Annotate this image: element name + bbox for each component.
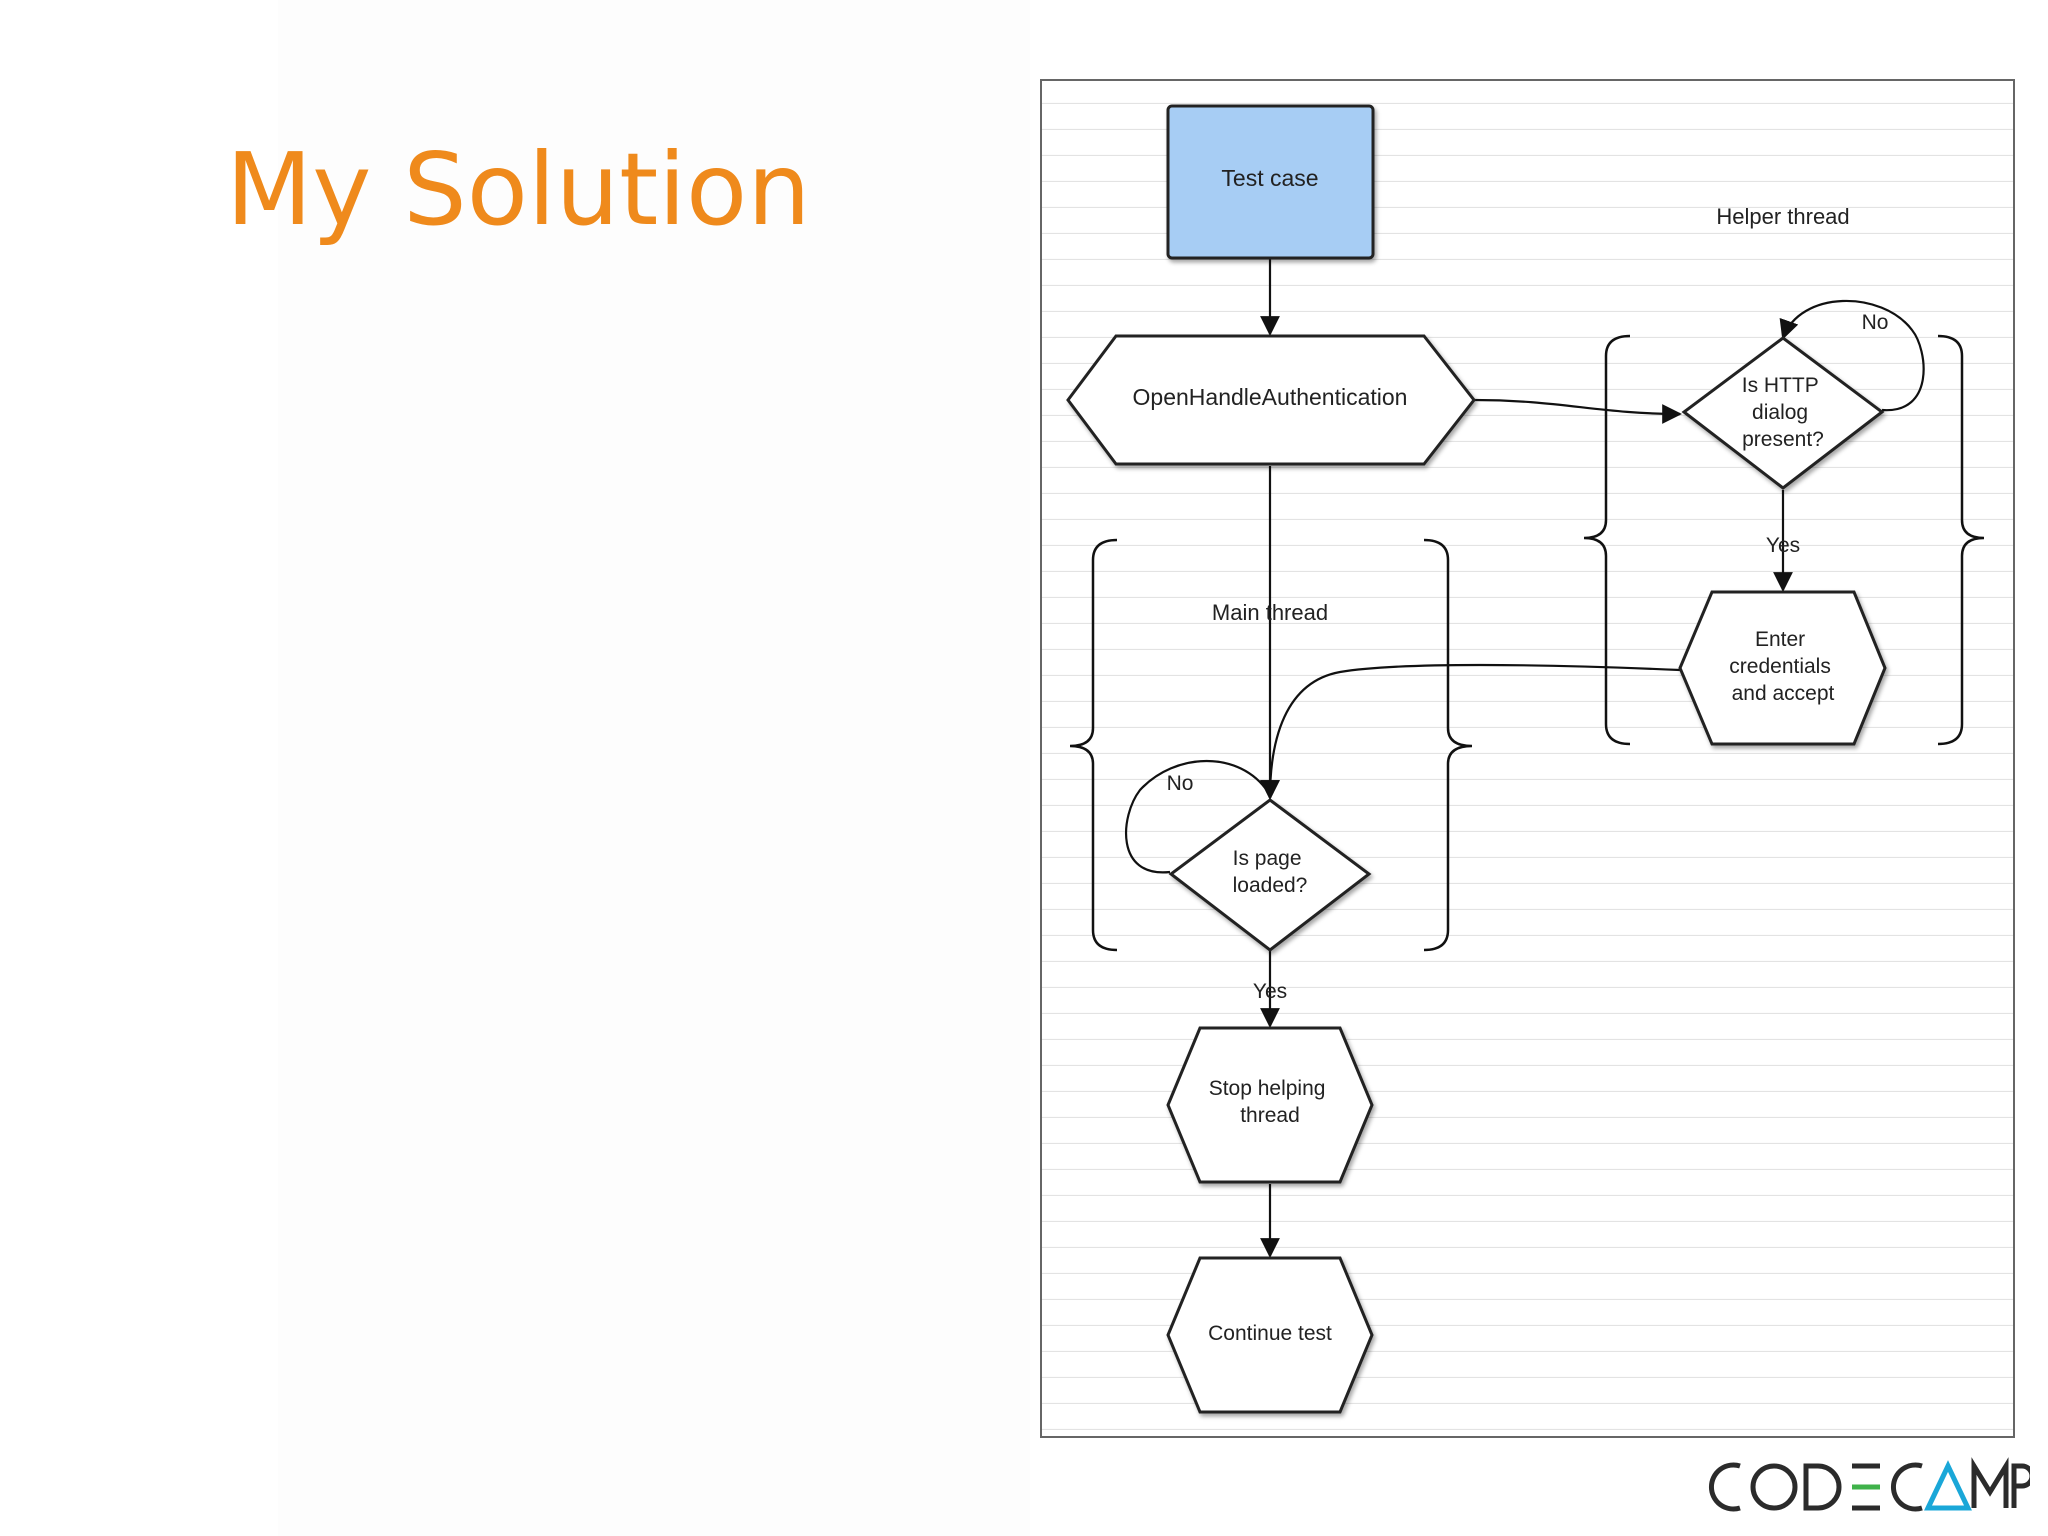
edge-credentials-to-pageloaded (1260, 663, 1681, 800)
edge-label-http-yes: Yes (1766, 534, 1800, 557)
edge-http-no-loop (1779, 299, 1925, 412)
main-thread-label: Main thread (1212, 600, 1328, 625)
node-continue-test-label: Continue test (1208, 1322, 1332, 1345)
node-stop-helping-thread: Stop helping thread (1166, 1026, 1374, 1184)
edge-label-page-yes: Yes (1253, 980, 1287, 1003)
edge-page-no-loop (1125, 760, 1269, 874)
helper-thread-label: Helper thread (1716, 204, 1849, 229)
node-is-page-loaded: Is page loaded? (1168, 798, 1372, 952)
slide-left-pane (0, 0, 1030, 1536)
edge-open-to-http (1473, 398, 1682, 424)
node-is-http-dialog-present: Is HTTP dialog present? (1681, 336, 1885, 490)
node-enter-credentials-label: Enter credentials and accept (1729, 628, 1836, 705)
node-open-handle-authentication: OpenHandleAuthentication (1066, 334, 1476, 466)
diagram-frame (1040, 79, 2015, 1438)
node-enter-credentials: Enter credentials and accept (1678, 590, 1887, 746)
helper-thread-bracket (1583, 334, 1985, 746)
node-open-handle-label: OpenHandleAuthentication (1133, 384, 1408, 410)
node-test-case: Test case (1166, 104, 1375, 260)
node-page-loaded-label: Is page loaded? (1233, 847, 1308, 897)
node-continue-test: Continue test (1166, 1256, 1374, 1414)
node-http-dialog-label: Is HTTP dialog present? (1742, 374, 1824, 451)
edge-label-page-no: No (1167, 772, 1194, 795)
slide-title: My Solution (226, 131, 811, 248)
node-test-case-label: Test case (1221, 165, 1318, 191)
node-stop-helping-label: Stop helping thread (1209, 1077, 1332, 1127)
edge-label-http-no: No (1862, 311, 1889, 334)
main-thread-bracket (1069, 538, 1473, 952)
codecamp-logo (1708, 1457, 2030, 1512)
